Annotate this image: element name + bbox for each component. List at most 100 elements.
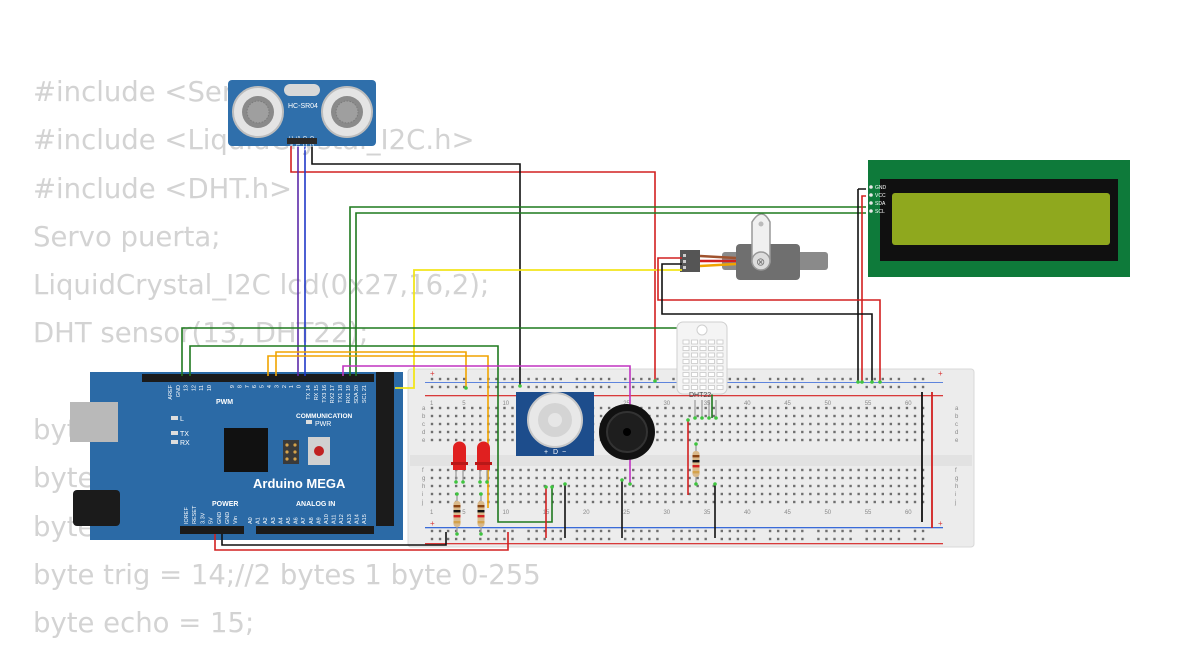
rail-hole[interactable] — [889, 529, 893, 533]
breadboard-hole[interactable] — [801, 422, 804, 426]
breadboard-hole[interactable] — [454, 422, 458, 426]
rail-hole[interactable] — [430, 377, 434, 381]
rail-hole[interactable] — [849, 537, 852, 541]
breadboard-hole[interactable] — [704, 468, 707, 472]
breadboard-hole[interactable] — [793, 500, 796, 504]
rail-hole[interactable] — [454, 377, 458, 381]
rail-hole[interactable] — [752, 537, 756, 541]
breadboard-hole[interactable] — [825, 476, 828, 480]
breadboard-hole[interactable] — [833, 500, 836, 504]
breadboard-hole[interactable] — [897, 438, 901, 442]
breadboard-hole[interactable] — [712, 476, 715, 480]
breadboard-hole[interactable] — [543, 492, 546, 496]
breadboard-hole[interactable] — [632, 492, 635, 496]
breadboard-hole[interactable] — [519, 476, 522, 480]
breadboard-hole[interactable] — [446, 422, 450, 426]
breadboard-hole[interactable] — [430, 406, 434, 410]
breadboard-hole[interactable] — [809, 422, 812, 426]
breadboard-hole[interactable] — [913, 438, 917, 442]
rail-hole[interactable] — [897, 529, 901, 533]
rail-hole[interactable] — [640, 377, 643, 381]
breadboard-hole[interactable] — [857, 500, 860, 504]
rail-hole[interactable] — [511, 377, 514, 381]
breadboard-hole[interactable] — [704, 422, 707, 426]
breadboard-hole[interactable] — [801, 492, 804, 496]
breadboard-hole[interactable] — [849, 430, 852, 434]
breadboard-hole[interactable] — [599, 406, 603, 410]
breadboard-hole[interactable] — [511, 468, 514, 472]
breadboard-hole[interactable] — [664, 430, 667, 434]
reset-button[interactable] — [314, 446, 324, 456]
breadboard-hole[interactable] — [672, 422, 675, 426]
breadboard-hole[interactable] — [607, 492, 611, 496]
rail-hole[interactable] — [825, 377, 828, 381]
rail-hole[interactable] — [599, 377, 603, 381]
rail-hole[interactable] — [495, 529, 498, 533]
breadboard-hole[interactable] — [801, 430, 804, 434]
breadboard-hole[interactable] — [615, 500, 619, 504]
rail-hole[interactable] — [801, 377, 804, 381]
breadboard-hole[interactable] — [768, 468, 772, 472]
breadboard-hole[interactable] — [744, 406, 748, 410]
rail-hole[interactable] — [463, 377, 466, 381]
breadboard-hole[interactable] — [841, 476, 844, 480]
breadboard-hole[interactable] — [503, 500, 506, 504]
breadboard-hole[interactable] — [889, 484, 893, 488]
breadboard-hole[interactable] — [921, 422, 925, 426]
rail-hole[interactable] — [599, 385, 603, 389]
rail-hole[interactable] — [849, 377, 852, 381]
breadboard-hole[interactable] — [430, 430, 434, 434]
rail-hole[interactable] — [913, 529, 917, 533]
breadboard-hole[interactable] — [438, 438, 442, 442]
breadboard-hole[interactable] — [841, 406, 844, 410]
rail-hole[interactable] — [656, 377, 659, 381]
breadboard-hole[interactable] — [688, 468, 691, 472]
rail-hole[interactable] — [913, 377, 917, 381]
breadboard-hole[interactable] — [873, 476, 876, 480]
rail-hole[interactable] — [543, 377, 546, 381]
breadboard-hole[interactable] — [615, 468, 619, 472]
breadboard-hole[interactable] — [752, 430, 756, 434]
breadboard-hole[interactable] — [881, 422, 884, 426]
breadboard-hole[interactable] — [704, 492, 707, 496]
rail-hole[interactable] — [865, 377, 868, 381]
breadboard-hole[interactable] — [680, 476, 683, 480]
breadboard-hole[interactable] — [471, 484, 474, 488]
breadboard-hole[interactable] — [728, 468, 732, 472]
breadboard-hole[interactable] — [897, 414, 901, 418]
breadboard-hole[interactable] — [543, 468, 546, 472]
breadboard-hole[interactable] — [712, 406, 715, 410]
breadboard-hole[interactable] — [696, 430, 699, 434]
rail-hole[interactable] — [889, 537, 893, 541]
breadboard-hole[interactable] — [696, 438, 699, 442]
breadboard-hole[interactable] — [736, 476, 740, 480]
breadboard-hole[interactable] — [720, 484, 723, 488]
rail-hole[interactable] — [833, 377, 836, 381]
rail-hole[interactable] — [446, 537, 450, 541]
breadboard-hole[interactable] — [857, 484, 860, 488]
breadboard-hole[interactable] — [575, 492, 579, 496]
breadboard-hole[interactable] — [897, 484, 901, 488]
rail-hole[interactable] — [656, 537, 659, 541]
rail-hole[interactable] — [527, 537, 530, 541]
breadboard-hole[interactable] — [696, 476, 699, 480]
breadboard-hole[interactable] — [591, 468, 595, 472]
breadboard-hole[interactable] — [760, 484, 764, 488]
rail-hole[interactable] — [736, 529, 740, 533]
breadboard-hole[interactable] — [688, 476, 691, 480]
breadboard-hole[interactable] — [752, 438, 756, 442]
breadboard-hole[interactable] — [688, 422, 691, 426]
breadboard-hole[interactable] — [841, 438, 844, 442]
breadboard-hole[interactable] — [728, 414, 732, 418]
breadboard-hole[interactable] — [744, 422, 748, 426]
breadboard-hole[interactable] — [889, 438, 893, 442]
breadboard-hole[interactable] — [454, 430, 458, 434]
breadboard-hole[interactable] — [801, 476, 804, 480]
breadboard-hole[interactable] — [809, 500, 812, 504]
rail-hole[interactable] — [833, 385, 836, 389]
breadboard-hole[interactable] — [672, 468, 675, 472]
breadboard-hole[interactable] — [664, 422, 667, 426]
rail-hole[interactable] — [696, 529, 699, 533]
breadboard-hole[interactable] — [430, 492, 434, 496]
breadboard-hole[interactable] — [615, 476, 619, 480]
